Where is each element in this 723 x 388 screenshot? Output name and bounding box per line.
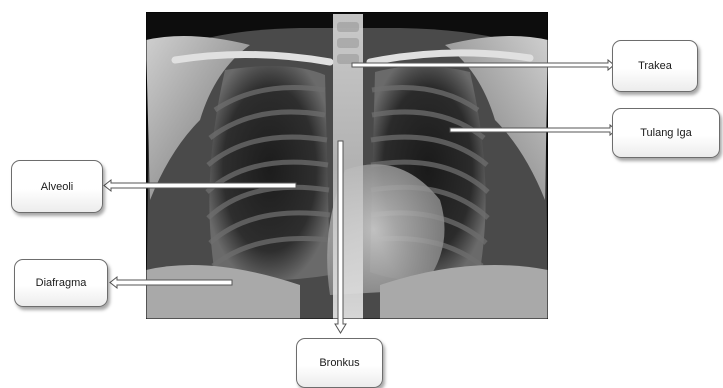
label-diafragma: Diafragma <box>14 259 108 307</box>
label-bronkus-text: Bronkus <box>319 357 359 369</box>
label-diafragma-text: Diafragma <box>36 277 87 289</box>
label-trakea-text: Trakea <box>638 60 672 72</box>
label-tulang-iga-text: Tulang Iga <box>640 127 692 139</box>
label-tulang-iga: Tulang Iga <box>612 108 720 158</box>
label-bronkus: Bronkus <box>296 338 383 388</box>
label-alveoli-text: Alveoli <box>41 181 73 193</box>
label-trakea: Trakea <box>612 40 698 92</box>
chest-xray-image <box>146 12 548 319</box>
label-alveoli: Alveoli <box>11 160 103 213</box>
